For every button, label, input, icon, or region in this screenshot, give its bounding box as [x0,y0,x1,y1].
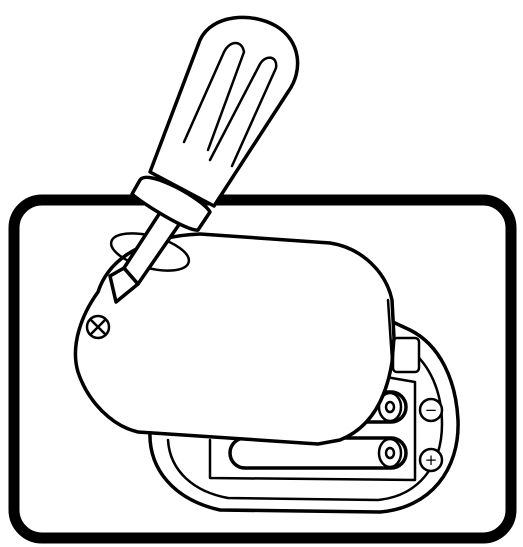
cover-screw [87,316,109,338]
polarity-positive-label: + [425,451,438,469]
polarity-positive-marker: + [420,449,442,471]
polarity-negative-label: − [425,401,438,419]
battery-cover [75,234,394,444]
polarity-negative-marker: − [420,399,442,421]
